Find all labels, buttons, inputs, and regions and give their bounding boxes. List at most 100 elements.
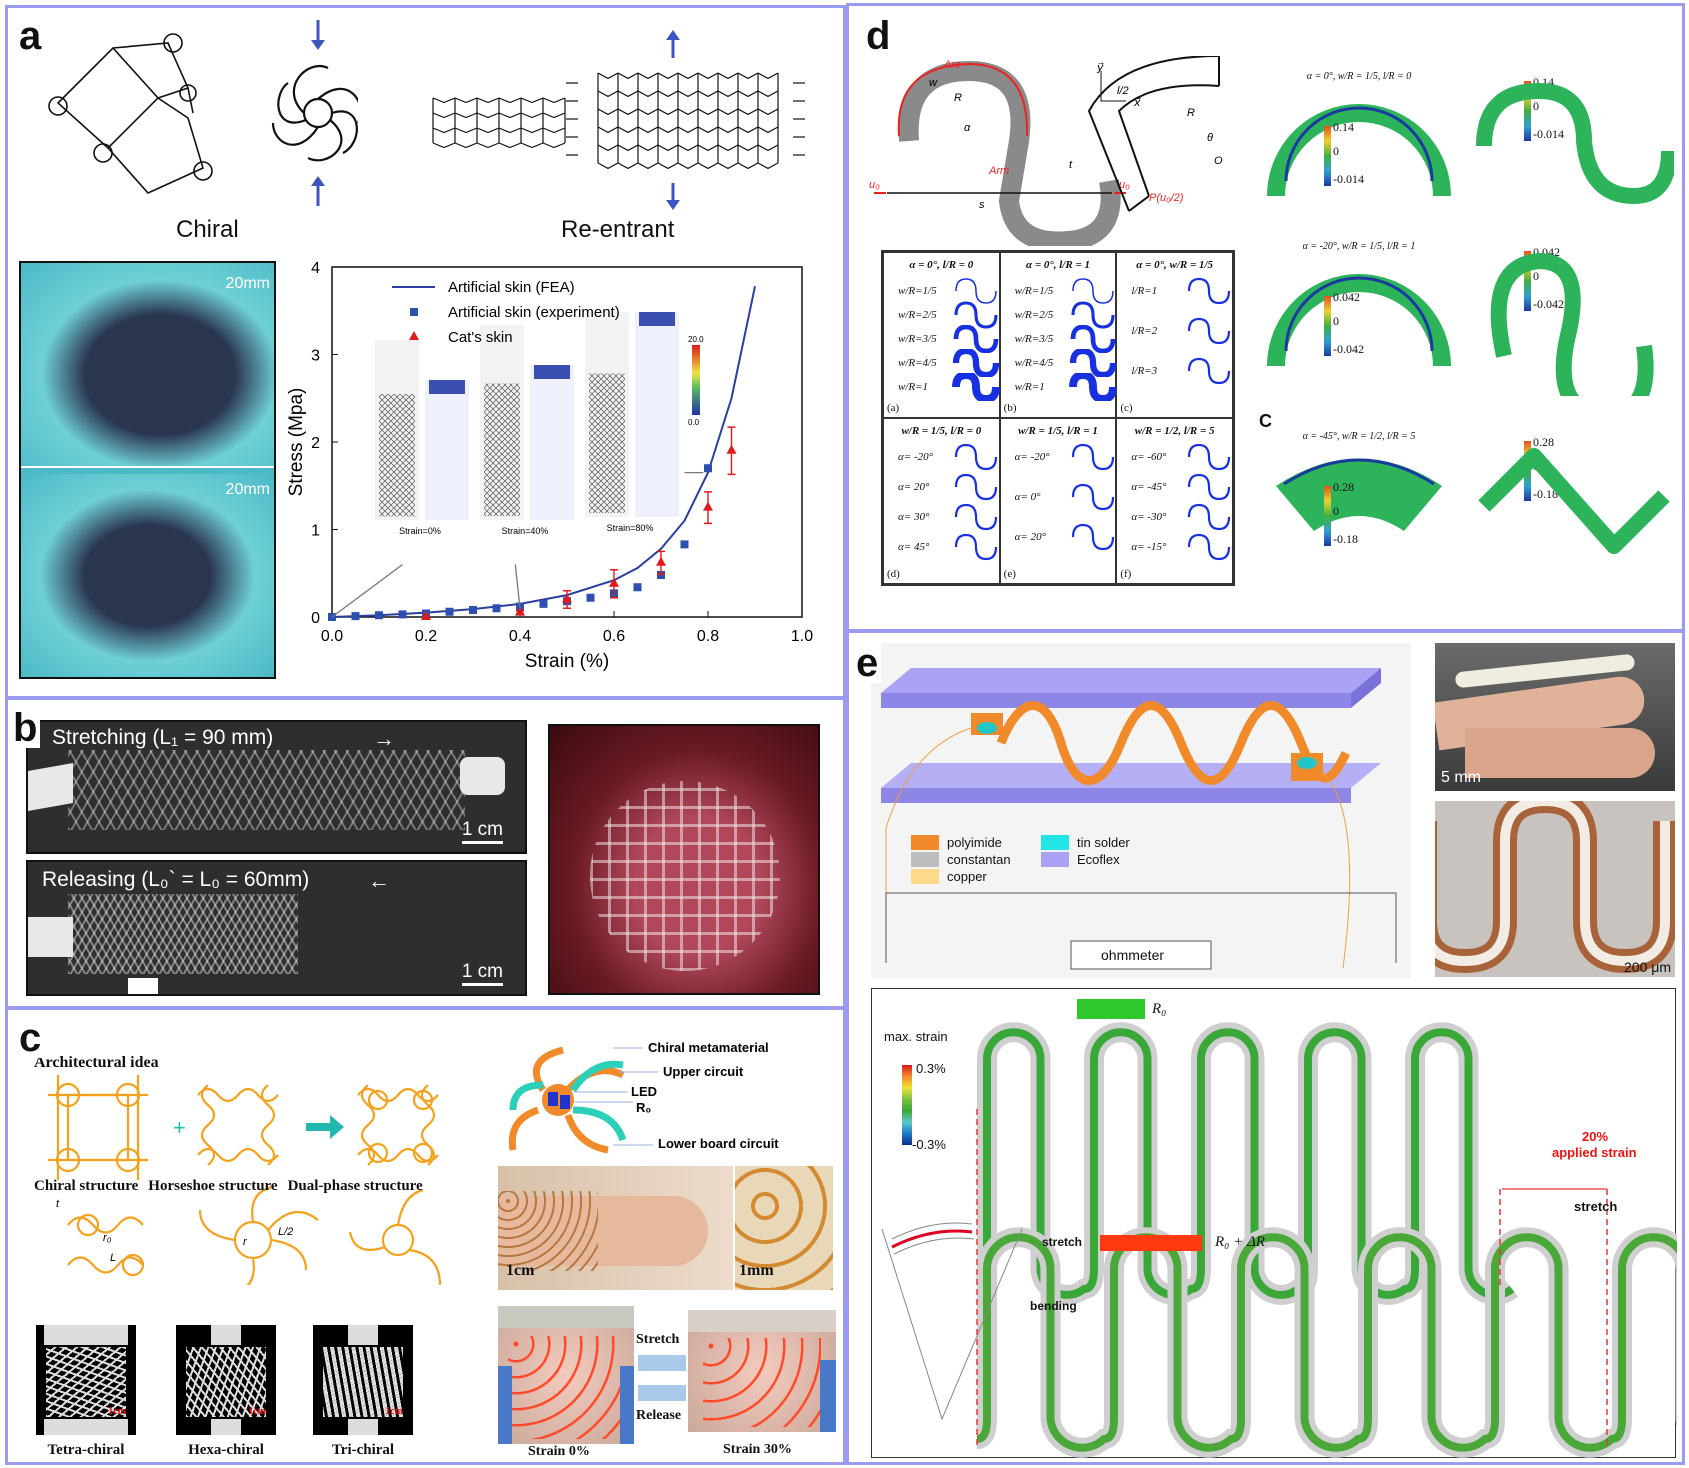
arrow-right-icon [306,1115,344,1139]
fea-colorbar-zero: 0 [1333,314,1339,328]
table-row-label: α= -30° [1131,511,1167,523]
structure-labels: Chiral structure Horseshoe structure Dua… [34,1178,423,1195]
annotation-arrow [514,564,521,609]
panel-label-c: c [16,1018,45,1058]
serpentine-shape [954,533,998,561]
x-tick-label: 0.8 [697,628,719,645]
serpentine-shape [952,349,1000,377]
scale-bar-releasing: 1 cm [461,961,503,986]
legend-label: copper [947,869,987,884]
serpentine-outline [974,1227,1689,1458]
s-shape-schematic: Arc Arm u₀ u₀ s R w α t l/2 P(u₀/2) O θ … [869,56,1223,246]
experiment-point [375,611,383,620]
r0-dr-bar [1100,1235,1202,1251]
panel-d: d Arc Arm u₀ u₀ s R w α t l/2 P(u₀/2) O … [846,3,1685,632]
chiral-label: Chiral [176,216,239,243]
panel-label-b: b [10,708,41,748]
sample-lattice [186,1347,266,1417]
table-row-label: w/R=3/5 [1014,333,1054,345]
x-axis-label: x⃗ [1133,97,1141,109]
panel-label-e: e [853,643,882,683]
fea-colorbar-max: 0.14 [1333,120,1354,134]
serpentine-shape [1069,349,1116,377]
chiral-structure-label: Chiral structure [34,1178,139,1194]
sample-clamp-top [44,1325,128,1345]
cat-skin-point [656,556,666,566]
x-tick-label: 1.0 [791,628,813,645]
circuit-detail-photo: 1mm [735,1166,833,1290]
sample-label: Hexa-chiral [188,1442,264,1458]
sample-clamp-top [348,1325,378,1345]
inset-lattice [484,383,520,517]
theta-label: θ [1207,132,1213,144]
fea-colorbar-max: 0.28 [1533,435,1554,449]
sample-clamp-top [211,1325,241,1345]
table-row-label: w/R=1 [1014,381,1045,393]
max-strain-label: max. strain [884,1029,948,1044]
label-lower-board-circuit: Lower board circuit [658,1136,779,1151]
table-row-label: w/R=4/5 [898,357,937,369]
sample-clamp-bottom [44,1419,128,1435]
table-cell-tag: (d) [887,568,900,580]
inset-colorbar-min: 0.0 [688,418,700,427]
table-row-label: l/R=1 [1131,285,1158,297]
u0-left-label: u₀ [869,179,880,191]
experiment-point [680,540,689,549]
fea-colorbar-zero: 0 [1533,99,1539,113]
chiral-sketches [48,20,358,206]
inset-clamp [534,365,570,379]
fea-colorbar-min: -0.18 [1333,532,1358,546]
fea-colorbar-min: -0.042 [1333,342,1364,356]
table-cell-tag: (e) [1003,568,1016,580]
experiment-point [586,593,595,602]
table-cell-tag: (c) [1120,402,1133,414]
R-label: R [954,92,962,104]
finger-scale: 5 mm [1441,769,1481,786]
inset-strain-label: Strain=0% [399,526,441,536]
sample-scale: 1cm [108,1406,126,1417]
strain-0-photo [498,1306,634,1444]
origin-label: O [1214,155,1223,167]
table-row-label: w/R=3/5 [898,333,937,345]
table-row-label: w/R=1/5 [1014,285,1054,297]
sample-lattice [323,1347,403,1417]
strain-0-label: Strain 0% [528,1444,590,1459]
applied-strain-pct: 20% [1582,1129,1609,1144]
serpentine-shape [953,325,999,353]
experiment-point [398,610,407,619]
label-chiral-metamaterial: Chiral metamaterial [648,1040,769,1055]
s-label: s [979,199,985,211]
legend-swatch [911,869,939,884]
inset-clamp [429,380,465,394]
fea-colorbar-min: -0.042 [1533,297,1564,311]
table-row-label: α= 0° [1014,491,1041,503]
serpentine-shape [954,301,998,329]
r0-bar [1077,999,1145,1019]
r0-dr-label: R₀ + ΔR [1215,1234,1265,1250]
serpentine-shape [954,443,998,471]
inset-fea [530,365,574,520]
x-tick-label: 0.4 [509,628,531,645]
table-row-label: l/R=2 [1131,325,1158,337]
inset-colorbar-max: 20.0 [688,335,704,344]
plus-sign: + [173,1115,186,1140]
x-tick-label: 0.0 [321,628,343,645]
inset-fea [635,312,679,517]
serpentine-shape [954,473,998,501]
table-row-label: α= -60° [1131,451,1167,463]
boundary-dashed-line [976,1109,1608,1449]
fea-title: α = 0°, w/R = 1/5, l/R = 0 [1306,71,1412,82]
experiment-point [445,607,454,616]
fea-colorbar [1324,486,1331,546]
serpentine-shape [1071,301,1115,329]
fea-colorbar [1524,251,1531,311]
cat-skin-point [562,593,572,603]
serpentine-shape [1071,443,1114,471]
sample-scale: 1cm [385,1406,403,1417]
releasing-label: Releasing (L₀` = L₀ = 60mm) [42,868,310,891]
scale-bar-stretching: 1 cm [461,819,503,844]
